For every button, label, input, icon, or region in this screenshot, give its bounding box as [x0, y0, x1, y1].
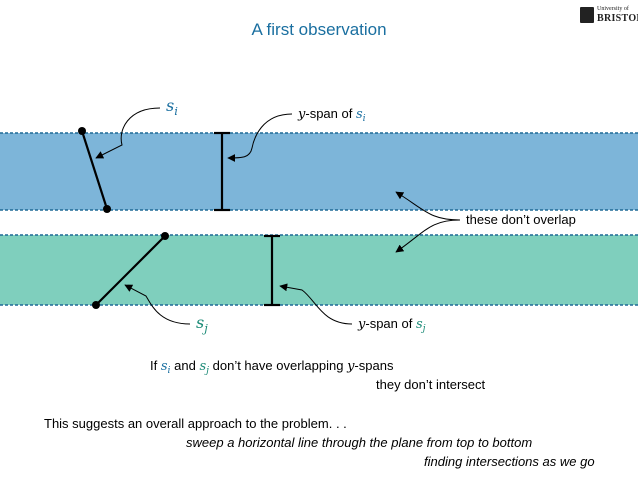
- label-si-var: s: [166, 96, 175, 115]
- label-overlap: these don’t overlap: [466, 212, 576, 227]
- label-sj-var: s: [196, 313, 205, 332]
- segment-si-start: [78, 127, 86, 135]
- obs-if: If: [150, 358, 161, 373]
- label-yspan-si-var: y: [298, 107, 306, 122]
- approach-line-2: sweep a horizontal line through the plan…: [186, 435, 533, 450]
- segment-sj-end: [92, 301, 100, 309]
- segment-si: [80, 130, 109, 210]
- arrow-si-label: [95, 107, 161, 159]
- y-span-band-bottom: [0, 235, 638, 305]
- segment-sj-start: [161, 232, 169, 240]
- arrow-overlap-down: [395, 219, 461, 253]
- obs-and: and: [170, 358, 200, 373]
- obs-si: s: [160, 359, 168, 374]
- label-si: si: [166, 96, 178, 119]
- obs-sj: s: [199, 359, 207, 374]
- obs-si-sub: i: [167, 365, 171, 377]
- label-yspan-sj-s: s: [415, 317, 423, 332]
- label-sj: sj: [196, 313, 208, 336]
- observation-line-2: they don’t intersect: [376, 377, 486, 392]
- obs-spans: -spans: [354, 358, 394, 373]
- logo-line-2: BRISTOL: [597, 13, 638, 24]
- slide-title: A first observation: [251, 20, 387, 39]
- obs-no-overlap: don’t have overlapping: [209, 358, 348, 373]
- segment-si-end: [103, 205, 111, 213]
- crest-icon: [580, 7, 594, 23]
- label-yspan-sj: y-span of sj: [358, 316, 426, 335]
- label-yspan-sj-var: y: [358, 317, 366, 332]
- y-span-band-top: [0, 133, 638, 210]
- label-yspan-sj-text: -span of: [365, 316, 416, 331]
- label-sj-sub: j: [204, 321, 208, 336]
- segment-sj: [95, 235, 166, 306]
- arrow-yspan-si: [227, 113, 293, 162]
- arrow-overlap-up: [395, 191, 461, 221]
- label-si-sub: i: [174, 104, 178, 119]
- approach-line-3: finding intersections as we go: [424, 454, 595, 469]
- label-yspan-si-sub: i: [362, 113, 366, 125]
- label-yspan-si-text: -span of: [305, 106, 356, 121]
- label-yspan-si: y-span of si: [298, 106, 366, 125]
- logo-line-1: University of: [597, 6, 629, 12]
- obs-sj-sub: j: [206, 365, 210, 377]
- approach-line-1: This suggests an overall approach to the…: [44, 416, 347, 431]
- obs-y: y: [347, 359, 355, 374]
- university-logo: University of BRISTOL: [580, 6, 638, 26]
- label-yspan-sj-sub: j: [422, 323, 426, 335]
- arrow-yspan-sj: [279, 283, 353, 325]
- label-yspan-si-s: s: [355, 107, 363, 122]
- observation-line-1: If si and sj don’t have overlapping y-sp…: [150, 358, 394, 377]
- arrow-sj-label: [124, 284, 191, 325]
